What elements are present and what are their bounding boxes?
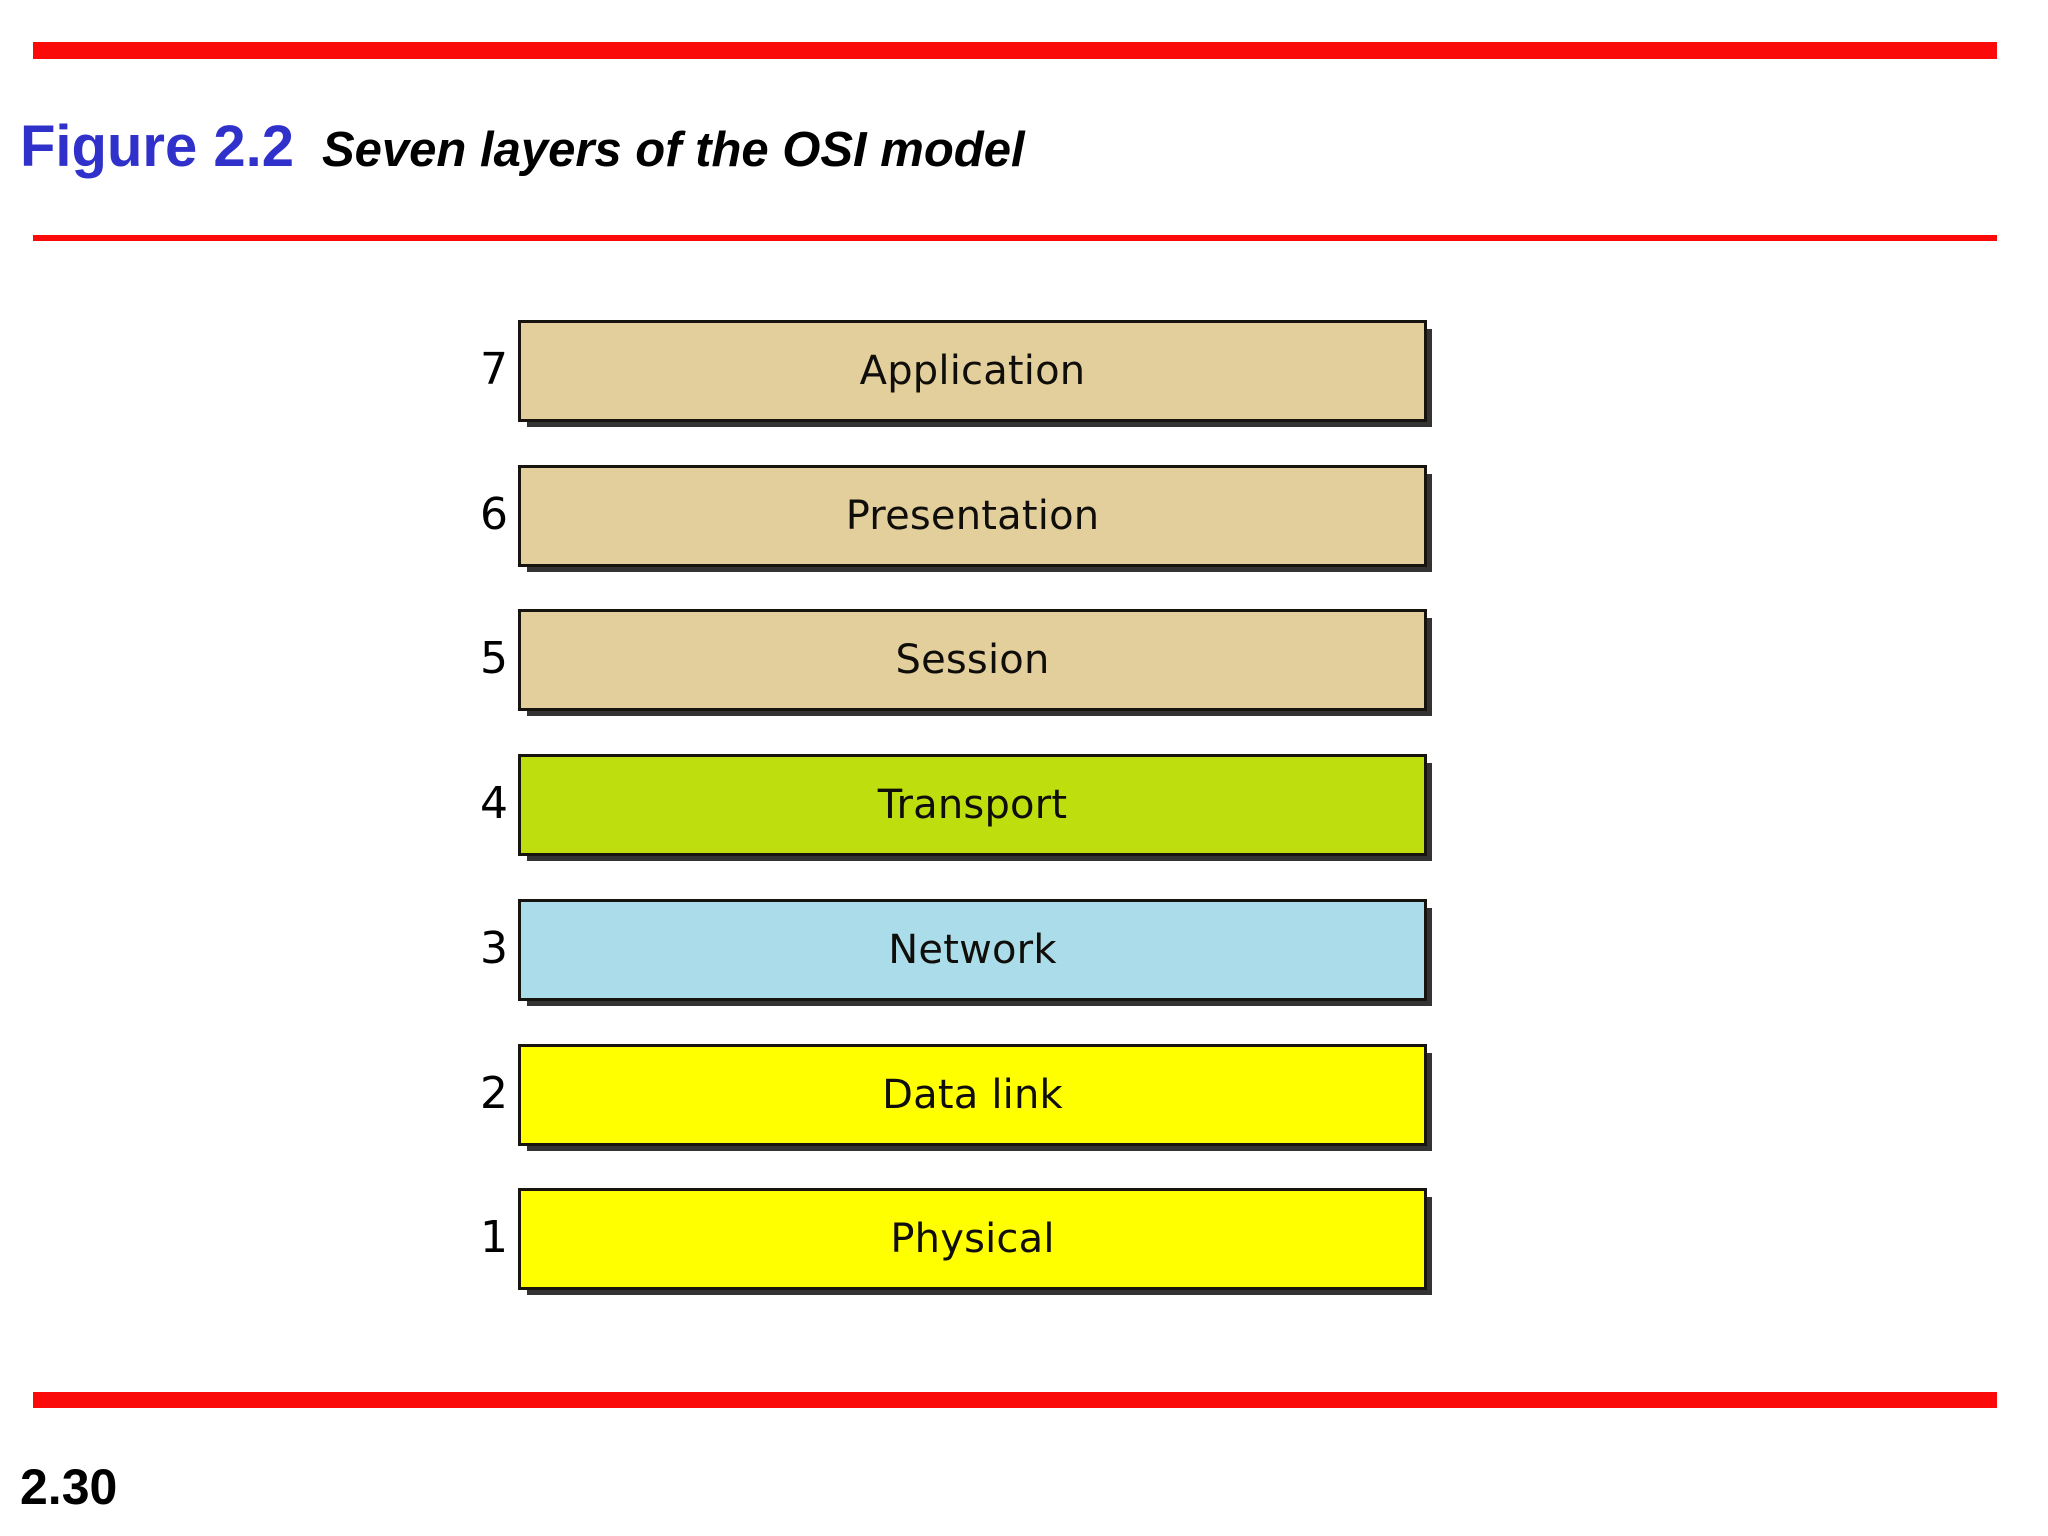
layer-name-label: Physical — [890, 1216, 1055, 1263]
osi-layer-row: 6 Presentation — [470, 464, 1450, 572]
layer-number: 4 — [480, 778, 508, 830]
bottom-red-rule — [33, 1392, 1997, 1408]
layer-name-label: Session — [895, 637, 1050, 684]
layer-bar-wrapper: Transport — [518, 754, 1432, 862]
osi-layer-row: 7 Application — [470, 320, 1450, 427]
layer-number: 7 — [480, 344, 508, 395]
layer-name-label: Application — [859, 348, 1086, 394]
figure-caption: Seven layers of the OSI model — [321, 123, 1025, 177]
layer-number: 6 — [480, 488, 508, 540]
layer-name-label: Network — [888, 926, 1057, 973]
osi-layer-row: 4 Transport — [470, 754, 1450, 862]
layer-number: 3 — [480, 922, 508, 974]
osi-layer-row: 1 Physical — [470, 1188, 1450, 1296]
page-number: 2.30 — [20, 1459, 118, 1515]
layer-bar[interactable]: Network — [518, 898, 1427, 1001]
osi-layer-row: 5 Session — [470, 609, 1450, 717]
layer-bar[interactable]: Session — [518, 609, 1427, 712]
osi-layer-row: 3 Network — [470, 898, 1450, 1006]
layer-bar[interactable]: Application — [518, 320, 1427, 422]
layer-bar-wrapper: Network — [518, 898, 1432, 1006]
layer-name-label: Transport — [877, 782, 1068, 829]
osi-layer-row: 2 Data link — [470, 1043, 1450, 1151]
layer-bar-wrapper: Session — [518, 609, 1432, 717]
layer-bar[interactable]: Data link — [518, 1043, 1427, 1146]
layer-name-label: Presentation — [845, 492, 1100, 539]
layer-bar-wrapper: Application — [518, 320, 1432, 427]
layer-number: 1 — [480, 1212, 508, 1264]
figure-title: Figure 2.2 Seven layers of the OSI model — [20, 118, 1025, 190]
top-red-rule — [33, 42, 1997, 59]
layer-bar-wrapper: Data link — [518, 1043, 1432, 1151]
layer-number: 2 — [480, 1067, 508, 1119]
layer-bar[interactable]: Presentation — [518, 464, 1427, 567]
layer-name-label: Data link — [882, 1071, 1063, 1118]
layer-bar[interactable]: Physical — [518, 1188, 1427, 1291]
figure-number-label: Figure 2.2 — [20, 114, 294, 179]
layer-number: 5 — [480, 633, 508, 685]
layer-bar-wrapper: Presentation — [518, 464, 1432, 572]
layer-bar-wrapper: Physical — [518, 1188, 1432, 1296]
title-underline-rule — [33, 235, 1997, 241]
layer-bar[interactable]: Transport — [518, 754, 1427, 857]
